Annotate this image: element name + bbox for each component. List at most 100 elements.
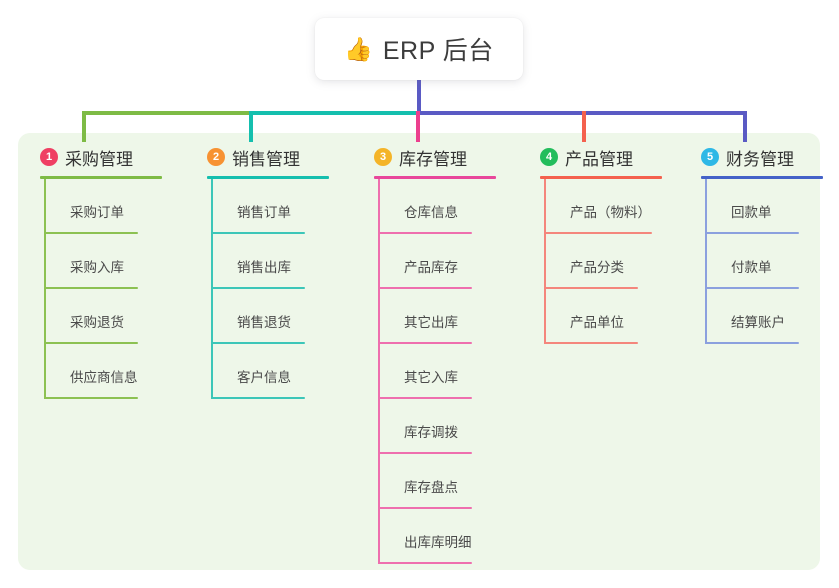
leaf-label: 产品库存 bbox=[404, 260, 458, 275]
leaf-label: 库存调拨 bbox=[404, 425, 458, 440]
leaf-label: 付款单 bbox=[731, 260, 772, 275]
branch-badge-5: 5 bbox=[701, 148, 719, 166]
leaf-item[interactable]: 库存盘点 bbox=[352, 454, 518, 509]
leaf-label: 回款单 bbox=[731, 205, 772, 220]
leaf-underline bbox=[705, 287, 799, 289]
leaf-underline bbox=[378, 232, 472, 234]
branch-badge-3: 3 bbox=[374, 148, 392, 166]
leaf-item[interactable]: 仓库信息 bbox=[352, 179, 518, 234]
leaf-item[interactable]: 产品库存 bbox=[352, 234, 518, 289]
diagram-panel bbox=[18, 133, 820, 570]
leaf-item[interactable]: 采购退货 bbox=[18, 289, 184, 344]
leaf-label: 产品单位 bbox=[570, 315, 624, 330]
leaf-item[interactable]: 库存调拨 bbox=[352, 399, 518, 454]
leaf-underline bbox=[211, 232, 305, 234]
leaf-item[interactable]: 其它出库 bbox=[352, 289, 518, 344]
leaf-list-1: 采购订单 采购入库 采购退货 供应商信息 bbox=[18, 179, 184, 399]
leaf-list-3: 仓库信息 产品库存 其它出库 其它入库 库存调拨 bbox=[352, 179, 518, 564]
leaf-underline bbox=[544, 342, 638, 344]
leaf-label: 产品（物料） bbox=[570, 205, 651, 220]
root-title: ERP 后台 bbox=[382, 37, 494, 65]
branch-header-3[interactable]: 3 库存管理 bbox=[352, 145, 518, 169]
leaf-item[interactable]: 产品单位 bbox=[518, 289, 684, 344]
leaf-label: 供应商信息 bbox=[70, 370, 138, 385]
leaf-underline bbox=[705, 342, 799, 344]
branch-title-2: 销售管理 bbox=[232, 149, 300, 169]
branch-header-5[interactable]: 5 财务管理 bbox=[679, 145, 839, 169]
leaf-item[interactable]: 销售退货 bbox=[185, 289, 351, 344]
leaf-underline bbox=[705, 232, 799, 234]
branch-title-5: 财务管理 bbox=[726, 149, 794, 169]
branch-header-4[interactable]: 4 产品管理 bbox=[518, 145, 684, 169]
leaf-label: 销售订单 bbox=[237, 205, 291, 220]
leaf-spine-1 bbox=[44, 179, 46, 399]
leaf-underline bbox=[44, 287, 138, 289]
leaf-item[interactable]: 结算账户 bbox=[679, 289, 839, 344]
leaf-spine-2 bbox=[211, 179, 213, 399]
branch-underline-3 bbox=[374, 176, 496, 179]
leaf-underline bbox=[44, 397, 138, 399]
leaf-item[interactable]: 采购入库 bbox=[18, 234, 184, 289]
branch-column-2: 2 销售管理 销售订单 销售出库 销售退货 客户信息 bbox=[185, 145, 351, 399]
leaf-label: 出库库明细 bbox=[404, 535, 472, 550]
leaf-underline bbox=[44, 232, 138, 234]
leaf-underline bbox=[211, 287, 305, 289]
branch-title-4: 产品管理 bbox=[565, 149, 633, 169]
thumbs-up-icon: 👍 bbox=[344, 35, 373, 62]
branch-underline-1 bbox=[40, 176, 162, 179]
branch-underline-5 bbox=[701, 176, 823, 179]
leaf-item[interactable]: 采购订单 bbox=[18, 179, 184, 234]
leaf-underline bbox=[211, 397, 305, 399]
leaf-underline bbox=[378, 342, 472, 344]
branch-column-3: 3 库存管理 仓库信息 产品库存 其它出库 其它入库 bbox=[352, 145, 518, 564]
leaf-list-2: 销售订单 销售出库 销售退货 客户信息 bbox=[185, 179, 351, 399]
leaf-underline bbox=[211, 342, 305, 344]
leaf-underline bbox=[544, 232, 652, 234]
leaf-underline bbox=[378, 562, 472, 564]
leaf-label: 采购入库 bbox=[70, 260, 124, 275]
leaf-label: 销售出库 bbox=[237, 260, 291, 275]
branch-underline-4 bbox=[540, 176, 662, 179]
branch-badge-1: 1 bbox=[40, 148, 58, 166]
branch-column-4: 4 产品管理 产品（物料） 产品分类 产品单位 bbox=[518, 145, 684, 344]
leaf-underline bbox=[44, 342, 138, 344]
leaf-label: 客户信息 bbox=[237, 370, 291, 385]
leaf-spine-4 bbox=[544, 179, 546, 344]
leaf-label: 采购退货 bbox=[70, 315, 124, 330]
leaf-list-5: 回款单 付款单 结算账户 bbox=[679, 179, 839, 344]
leaf-item[interactable]: 回款单 bbox=[679, 179, 839, 234]
root-node[interactable]: 👍 ERP 后台 bbox=[315, 18, 523, 80]
leaf-underline bbox=[378, 507, 472, 509]
leaf-label: 产品分类 bbox=[570, 260, 624, 275]
leaf-label: 销售退货 bbox=[237, 315, 291, 330]
branch-title-3: 库存管理 bbox=[399, 149, 467, 169]
leaf-label: 其它出库 bbox=[404, 315, 458, 330]
branch-column-5: 5 财务管理 回款单 付款单 结算账户 bbox=[679, 145, 839, 344]
leaf-item[interactable]: 其它入库 bbox=[352, 344, 518, 399]
branch-title-1: 采购管理 bbox=[65, 149, 133, 169]
leaf-underline bbox=[378, 397, 472, 399]
leaf-underline bbox=[378, 452, 472, 454]
leaf-label: 库存盘点 bbox=[404, 480, 458, 495]
leaf-spine-5 bbox=[705, 179, 707, 344]
leaf-underline bbox=[378, 287, 472, 289]
leaf-item[interactable]: 出库库明细 bbox=[352, 509, 518, 564]
leaf-label: 仓库信息 bbox=[404, 205, 458, 220]
branch-header-1[interactable]: 1 采购管理 bbox=[18, 145, 184, 169]
branch-column-1: 1 采购管理 采购订单 采购入库 采购退货 供应商信 bbox=[18, 145, 184, 399]
branch-badge-4: 4 bbox=[540, 148, 558, 166]
leaf-item[interactable]: 销售订单 bbox=[185, 179, 351, 234]
leaf-label: 其它入库 bbox=[404, 370, 458, 385]
leaf-spine-3 bbox=[378, 179, 380, 564]
branch-header-2[interactable]: 2 销售管理 bbox=[185, 145, 351, 169]
leaf-item[interactable]: 产品（物料） bbox=[518, 179, 684, 234]
leaf-item[interactable]: 销售出库 bbox=[185, 234, 351, 289]
leaf-underline bbox=[544, 287, 638, 289]
leaf-label: 结算账户 bbox=[731, 315, 785, 330]
leaf-item[interactable]: 供应商信息 bbox=[18, 344, 184, 399]
leaf-item[interactable]: 付款单 bbox=[679, 234, 839, 289]
leaf-item[interactable]: 产品分类 bbox=[518, 234, 684, 289]
leaf-item[interactable]: 客户信息 bbox=[185, 344, 351, 399]
